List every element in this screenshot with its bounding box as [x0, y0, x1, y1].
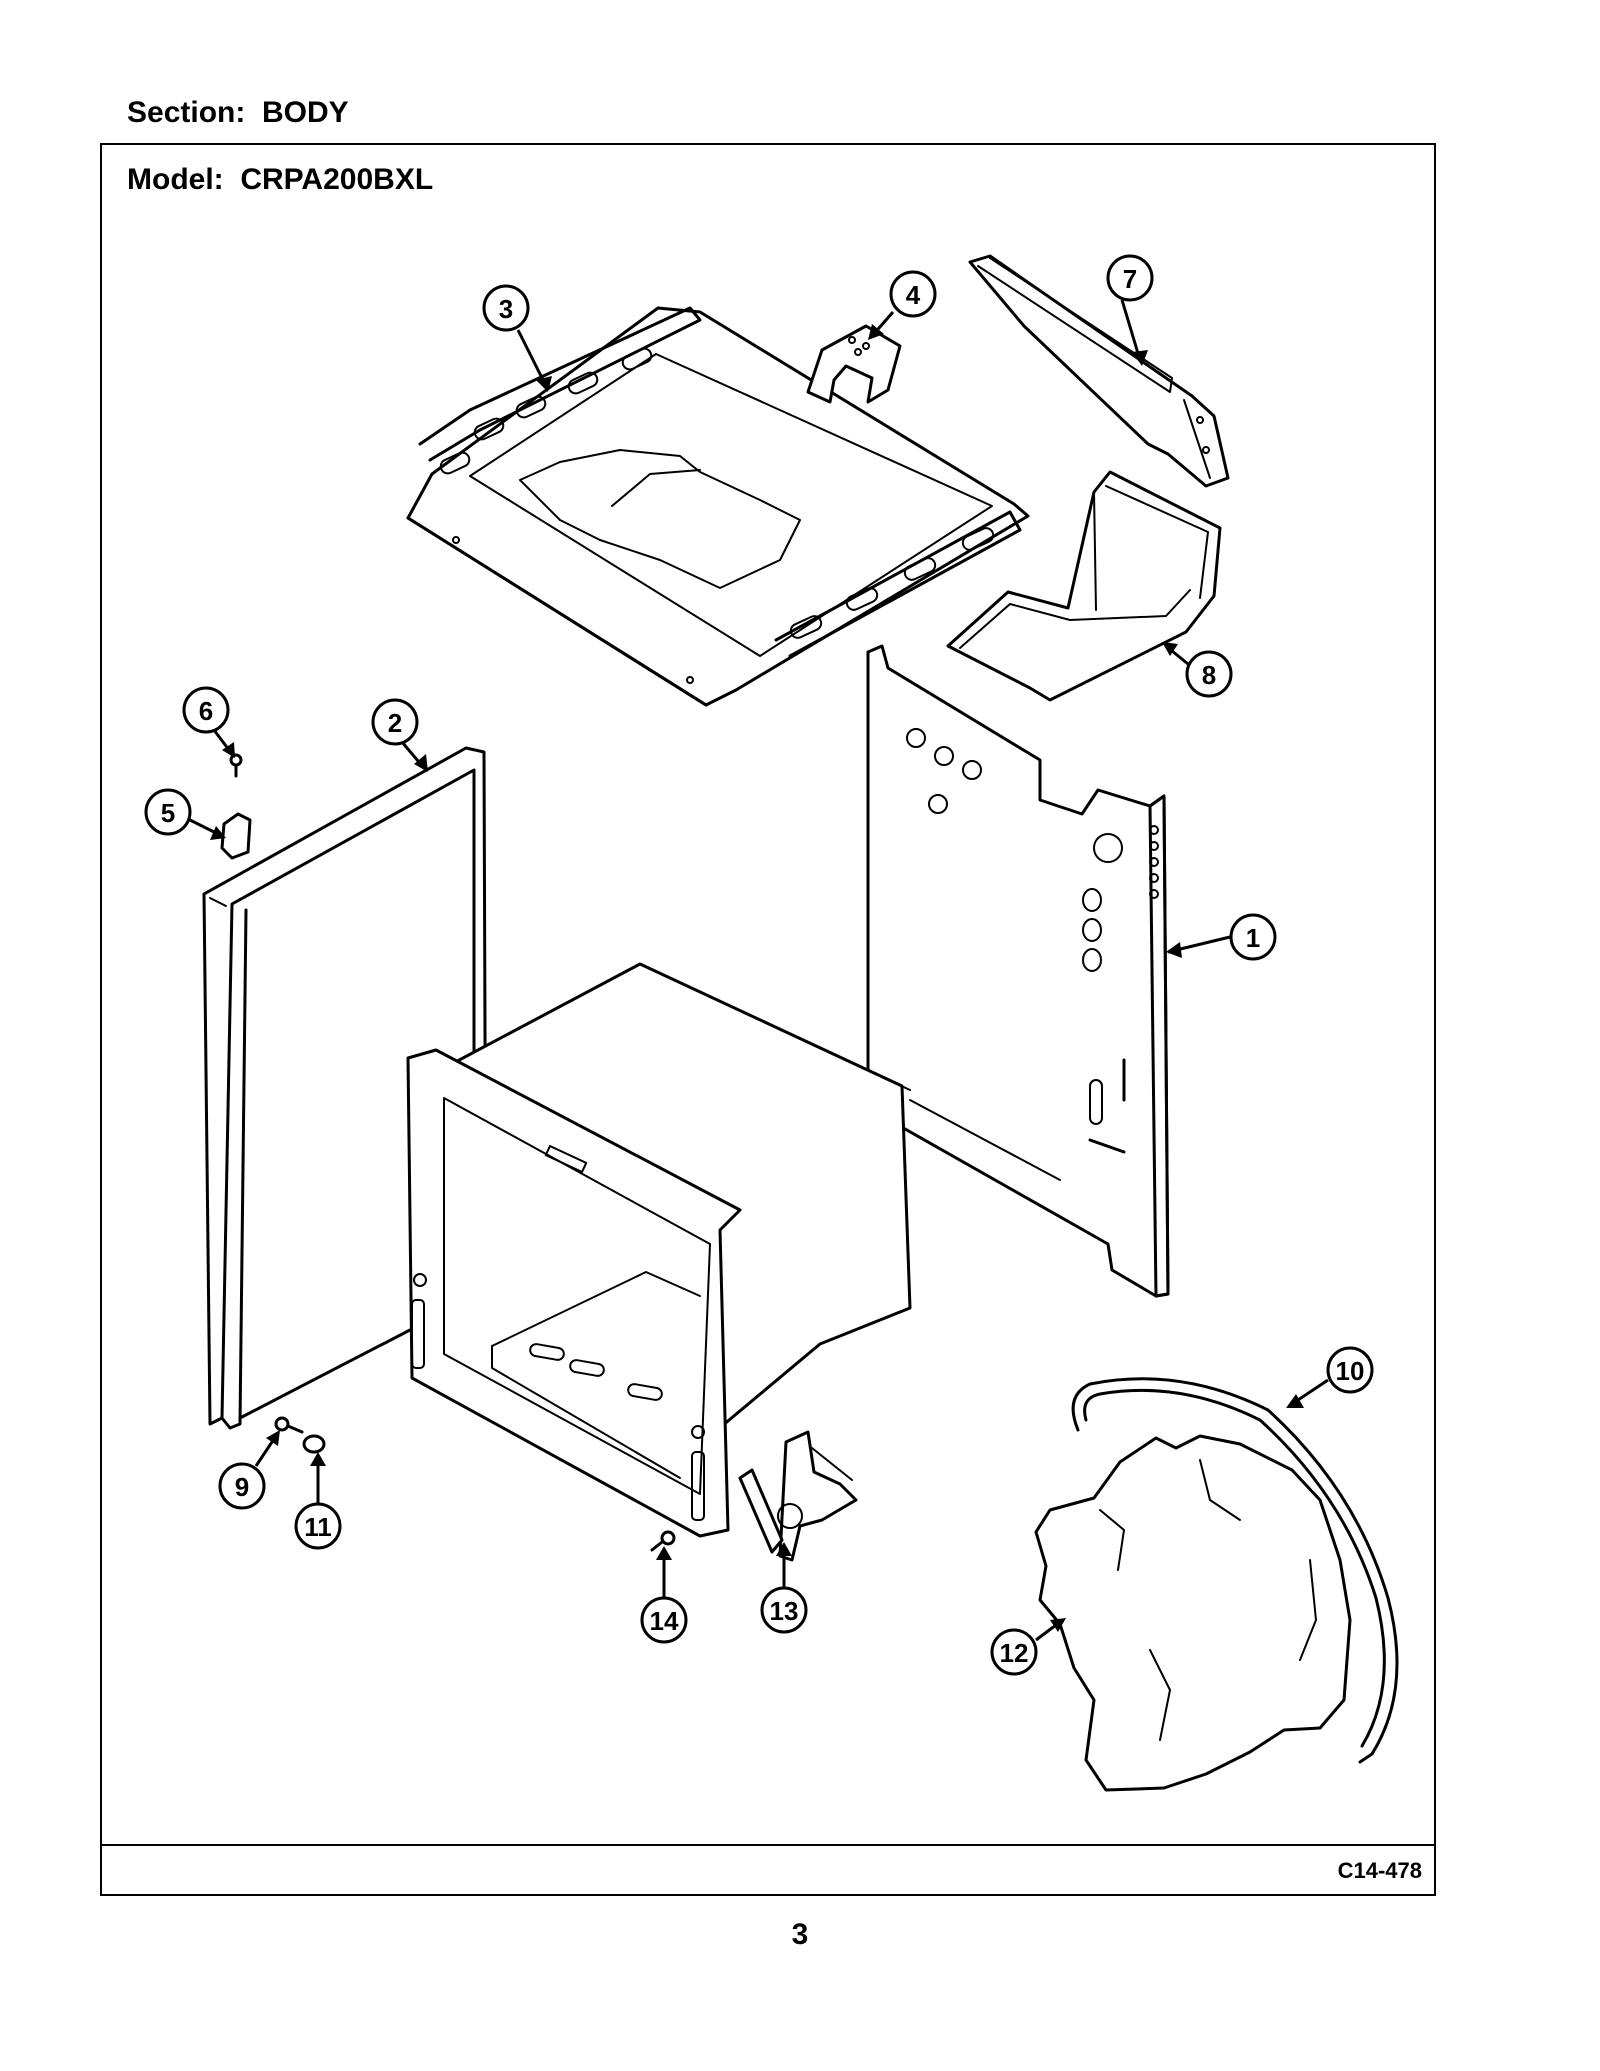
part-11-nut	[302, 1434, 326, 1454]
section-title: Section: BODY	[127, 96, 349, 129]
part-6-screw	[229, 753, 243, 778]
callout-9: 9	[218, 1430, 280, 1510]
callout-2-label: 2	[388, 708, 402, 738]
oven-cavity	[406, 962, 1061, 1538]
callout-13: 13	[760, 1542, 808, 1634]
part-5-clip	[220, 812, 252, 860]
callout-6: 6	[182, 686, 235, 758]
callout-11: 11	[294, 1452, 342, 1550]
part-12-insulation	[1034, 1434, 1352, 1792]
callout-4: 4	[868, 270, 937, 340]
part-7-vent-duct	[968, 254, 1230, 488]
part-10-gasket	[1071, 1377, 1399, 1764]
callout-8: 8	[1162, 642, 1233, 698]
callout-7-label: 7	[1123, 264, 1137, 294]
callout-1: 1	[1166, 913, 1277, 961]
part-2-door-frame	[202, 746, 488, 1430]
callout-12: 12	[990, 1618, 1066, 1676]
diagram-frame: Model: CRPA200BXL C14-478	[100, 143, 1436, 1896]
callout-2: 2	[371, 698, 428, 772]
part-8-burner-box	[946, 470, 1222, 702]
callout-8-label: 8	[1202, 660, 1216, 690]
callout-5: 5	[144, 788, 226, 840]
model-title: Model: CRPA200BXL	[127, 163, 434, 196]
part-4-bracket	[806, 324, 902, 404]
part-14-screw	[650, 1530, 676, 1552]
callout-11-label: 11	[304, 1512, 332, 1542]
callout-4-label: 4	[906, 280, 921, 310]
diagram-code: C14-478	[1337, 1858, 1422, 1883]
callout-3-label: 3	[499, 294, 513, 324]
callout-13-label: 13	[770, 1596, 799, 1626]
page-number: 3	[791, 1918, 809, 1951]
callout-12-label: 12	[1000, 1638, 1029, 1668]
part-1-side-panel	[866, 644, 1170, 1298]
part-9-screw	[274, 1416, 304, 1434]
callout-10: 10	[1286, 1346, 1374, 1408]
callout-14-label: 14	[650, 1606, 679, 1636]
callout-14: 14	[640, 1546, 688, 1644]
callout-6-label: 6	[199, 696, 213, 726]
part-13-hinge	[738, 1430, 858, 1562]
footer-rule	[102, 1844, 1434, 1846]
callout-9-label: 9	[235, 1472, 249, 1502]
part-3-bottom-frame	[406, 306, 1030, 707]
callout-7: 7	[1106, 254, 1154, 366]
callout-3: 3	[482, 284, 552, 392]
callout-10-label: 10	[1336, 1356, 1365, 1386]
callout-1-label: 1	[1246, 923, 1260, 953]
callout-5-label: 5	[161, 798, 175, 828]
